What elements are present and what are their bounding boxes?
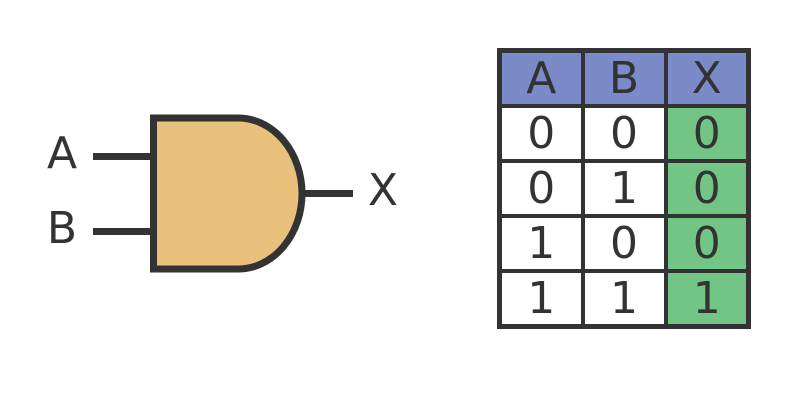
cell-b: 1 — [580, 269, 668, 329]
and-gate-body — [150, 114, 306, 273]
input-a-label: A — [46, 128, 78, 180]
truth-table-row: 0 1 0 — [497, 159, 751, 218]
and-gate-diagram — [93, 114, 353, 273]
cell-x: 0 — [663, 104, 751, 163]
truth-table-header-b: B — [580, 48, 668, 108]
input-b-label: B — [46, 203, 78, 255]
truth-table-row: 1 1 1 — [497, 269, 751, 329]
cell-a: 1 — [497, 214, 585, 273]
cell-x: 1 — [663, 269, 751, 329]
truth-table-header-a: A — [497, 48, 585, 108]
cell-a: 1 — [497, 269, 585, 329]
cell-x: 0 — [663, 214, 751, 273]
cell-b: 0 — [580, 214, 668, 273]
truth-table-header-row: A B X — [497, 48, 751, 108]
truth-table: A B X 0 0 0 0 1 0 1 0 0 1 1 — [497, 48, 751, 329]
cell-x: 0 — [663, 159, 751, 218]
output-x-label: X — [367, 165, 399, 217]
truth-table-row: 0 0 0 — [497, 104, 751, 163]
cell-a: 0 — [497, 159, 585, 218]
cell-b: 1 — [580, 159, 668, 218]
truth-table-header-x: X — [663, 48, 751, 108]
truth-table-row: 1 0 0 — [497, 214, 751, 273]
cell-b: 0 — [580, 104, 668, 163]
cell-a: 0 — [497, 104, 585, 163]
